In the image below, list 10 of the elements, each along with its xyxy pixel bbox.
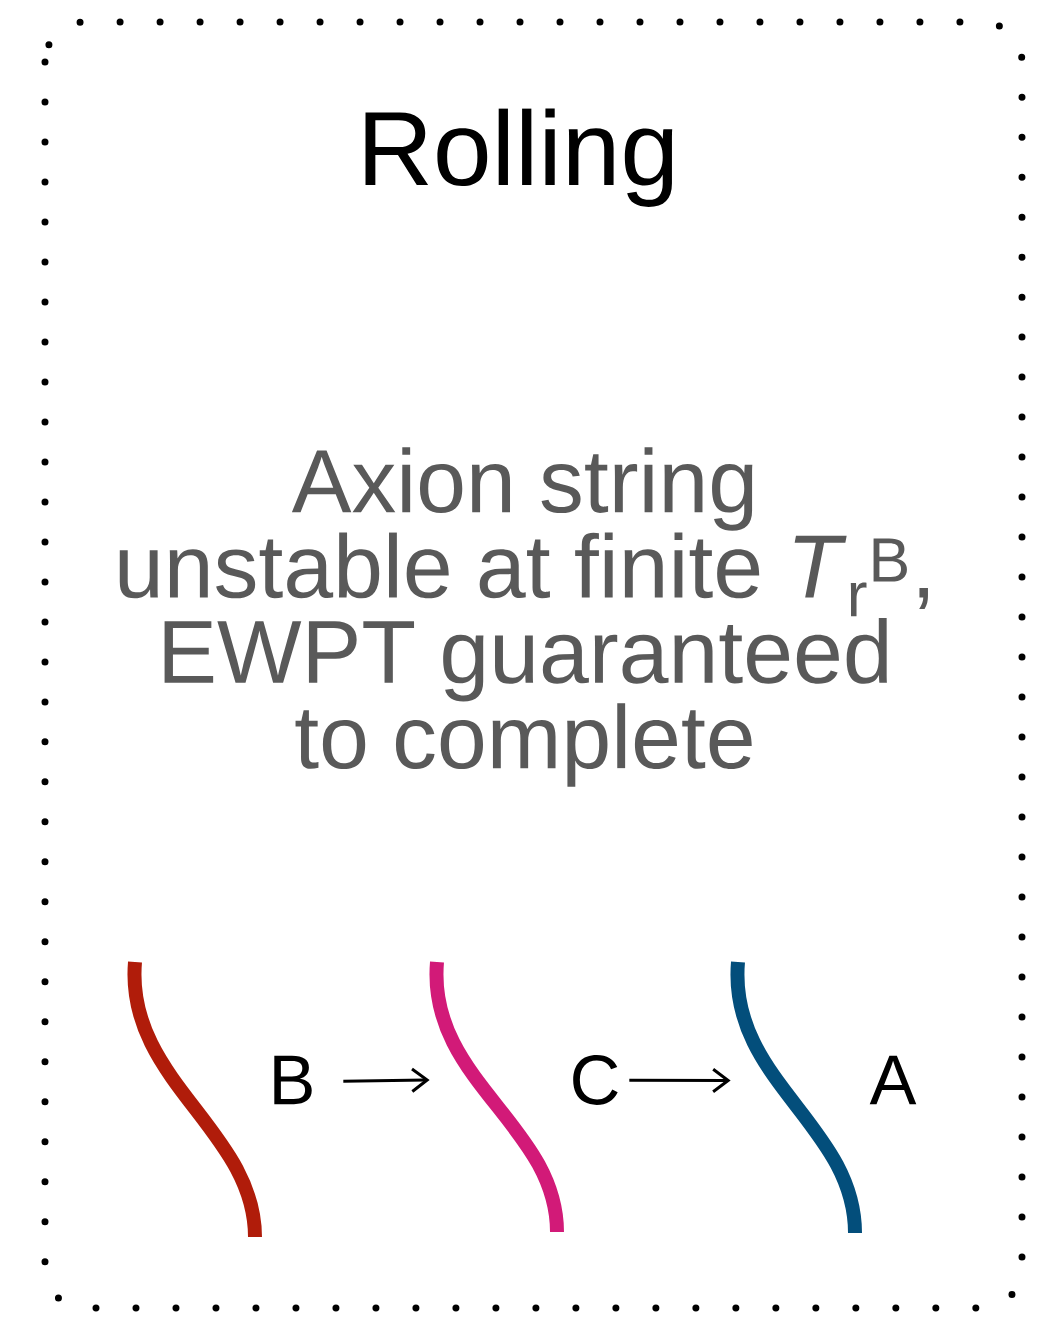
- letter-label: C: [573, 1055, 618, 1105]
- arrow: [629, 1068, 731, 1093]
- string-curve: [128, 961, 262, 1238]
- description-text: Axion string unstable at finite T$_{r}$$^{B}$, EWPT guaranteed to complete: [119, 447, 928, 787]
- string-curve: [430, 961, 564, 1233]
- title: Rolling: [365, 108, 673, 207]
- string-curve: [731, 961, 862, 1234]
- letter-label: A: [869, 1055, 917, 1105]
- letter-label: B: [274, 1055, 312, 1105]
- arrow: [343, 1067, 430, 1093]
